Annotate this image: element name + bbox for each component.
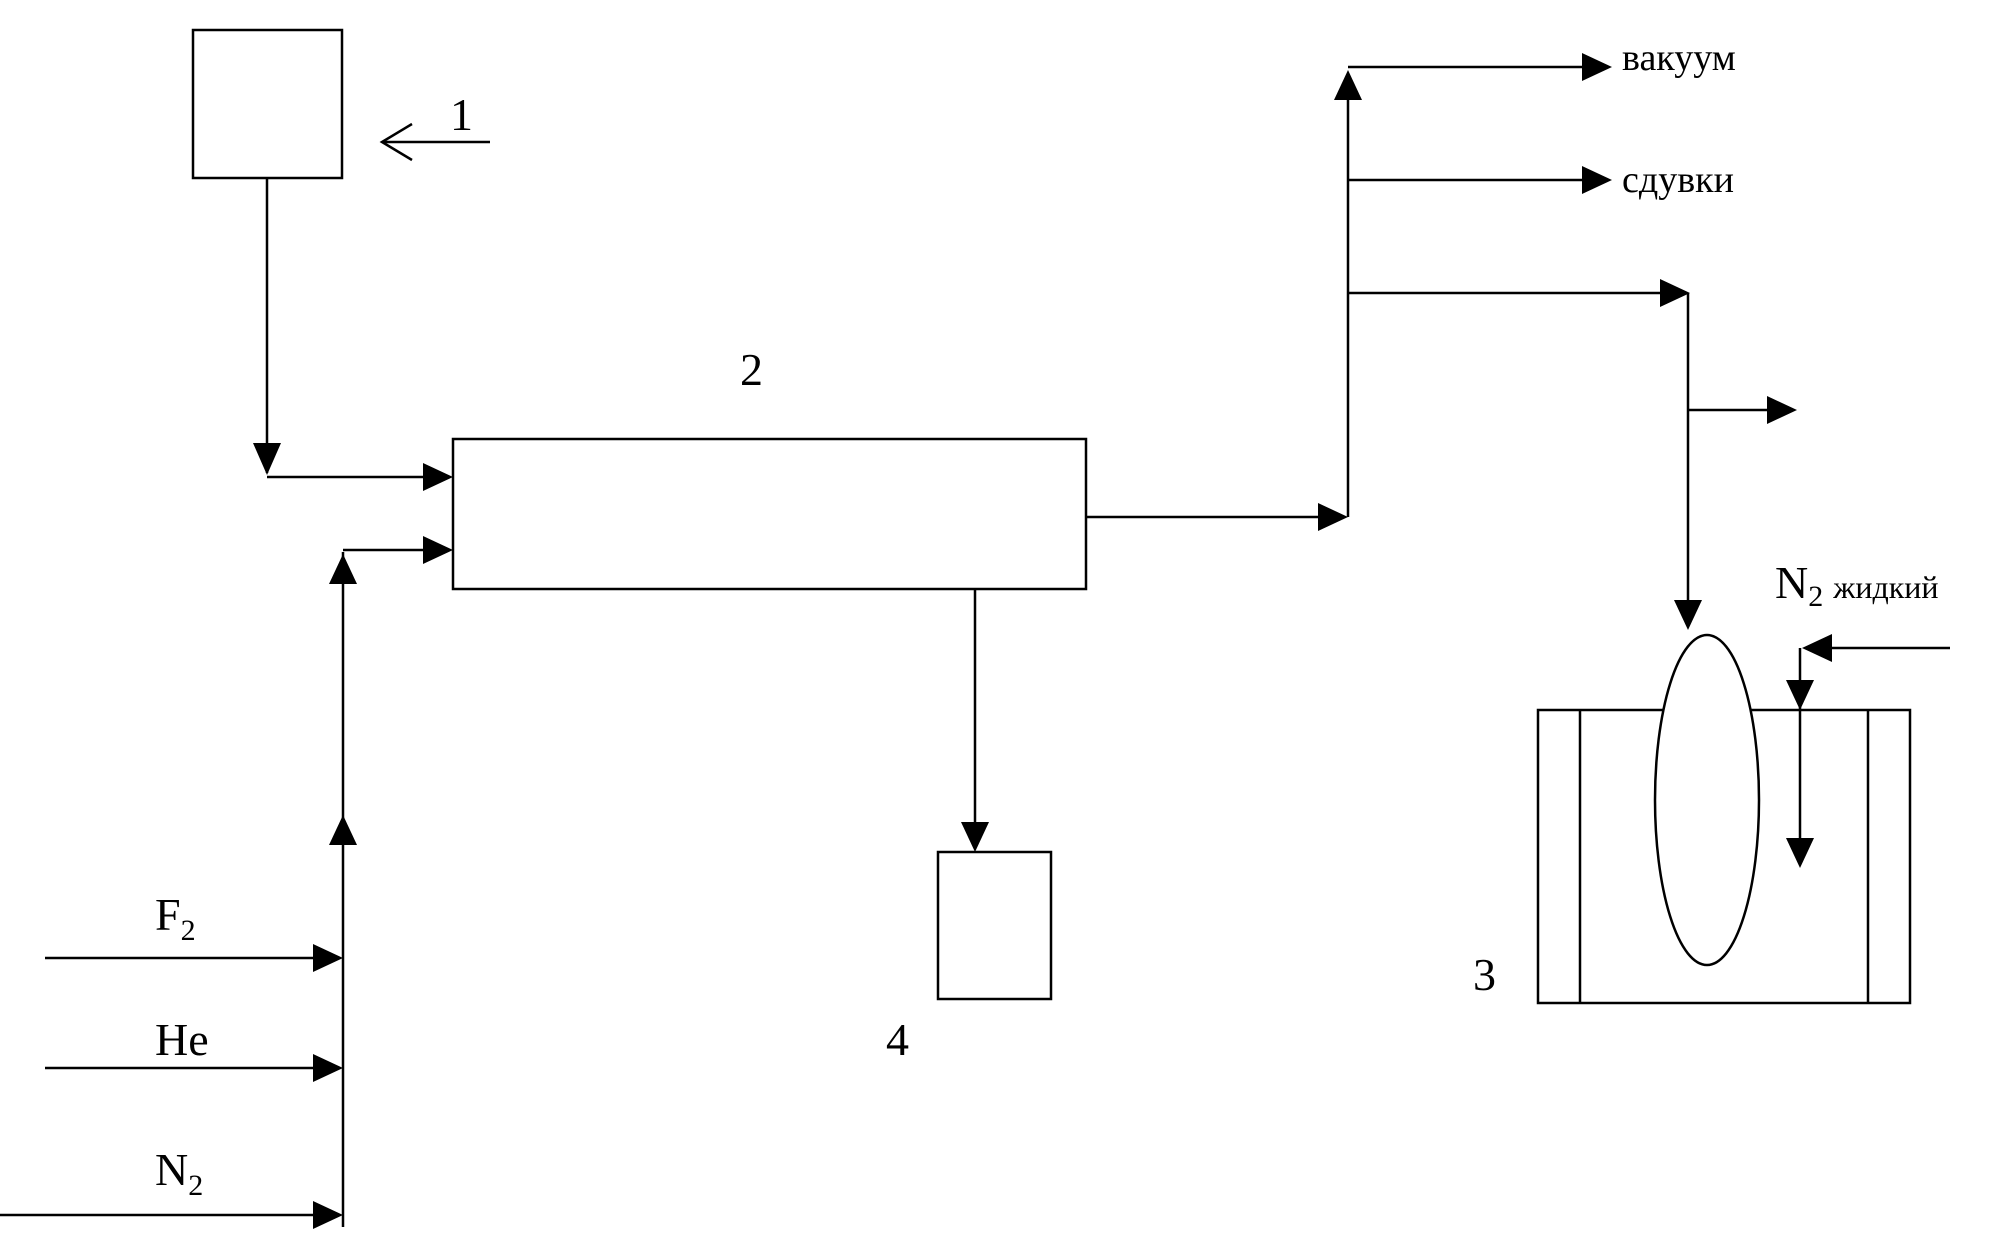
vacuum-label: вакуум [1622,37,1736,79]
purge-label: сдувки [1622,159,1734,201]
unit-4-receiver [938,852,1051,999]
unit-1-vessel [193,30,342,178]
arrowhead-f2 [313,944,343,972]
unit-1-label: 1 [450,89,473,140]
arrowhead-feed-reactor [423,463,453,491]
he-label: He [155,1014,209,1065]
arrowhead-header-lower [329,815,357,845]
arrowhead-trap-down [1674,600,1702,630]
arrowhead-header-upper [329,554,357,584]
arrowhead-gas-reactor [423,536,453,564]
arrowhead-n2 [313,1201,343,1229]
arrowhead-liquid-n2-upper [1786,680,1814,710]
arrowhead-outlet [1318,503,1348,531]
arrowhead-he [313,1054,343,1082]
n2-label: N2 [155,1144,203,1202]
unit-3-label: 3 [1473,949,1496,1000]
arrowhead-side-branch [1767,396,1797,424]
arrowhead-feed-down [253,443,281,475]
trap-vessel [1655,635,1759,965]
arrowhead-purge [1582,166,1612,194]
arrowhead-trap-branch [1660,279,1690,307]
arrowhead-riser [1334,70,1362,100]
unit-2-label: 2 [740,344,763,395]
f2-label: F2 [155,889,196,947]
arrowhead-liquid-n2-feed [1802,634,1832,662]
liquid-n2-label: N2жидкий [1775,557,1939,613]
unit-2-reactor [453,439,1086,589]
arrowhead-drain [961,822,989,852]
arrowhead-vacuum [1582,53,1612,81]
unit-4-label: 4 [886,1014,909,1065]
